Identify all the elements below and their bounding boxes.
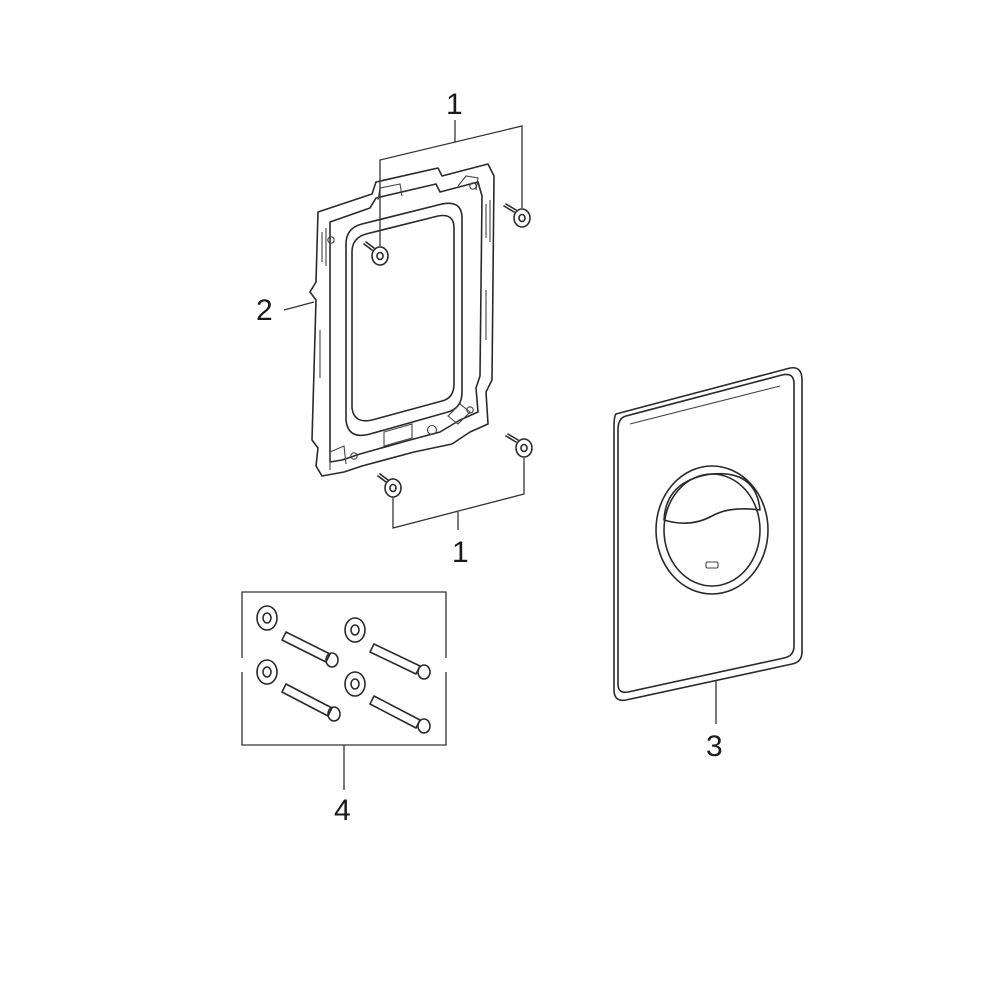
callout-bracket-top bbox=[379, 120, 523, 246]
fixing-set-box bbox=[241, 591, 447, 746]
callout-bracket-bottom bbox=[392, 458, 525, 530]
washer-screw-4 bbox=[344, 671, 431, 734]
callout-cover-plate: 3 bbox=[706, 730, 723, 763]
frame-leader-line bbox=[283, 301, 315, 311]
callout-screws-bottom: 1 bbox=[452, 536, 469, 569]
screw-bottom-left bbox=[377, 473, 402, 498]
grohe-logo-icon bbox=[705, 561, 719, 569]
cover-plate bbox=[613, 366, 803, 702]
washer-screw-3 bbox=[256, 659, 341, 722]
screw-bottom-right bbox=[505, 433, 533, 458]
callout-screws-top: 1 bbox=[446, 88, 463, 121]
washer-screw-1 bbox=[256, 605, 339, 668]
screw-top-left bbox=[363, 241, 389, 266]
callout-fixing-set: 4 bbox=[334, 794, 351, 827]
callout-frame: 2 bbox=[256, 294, 273, 327]
mounting-frame bbox=[309, 163, 495, 477]
washer-screw-2 bbox=[344, 617, 431, 680]
screw-top-right bbox=[503, 203, 531, 228]
